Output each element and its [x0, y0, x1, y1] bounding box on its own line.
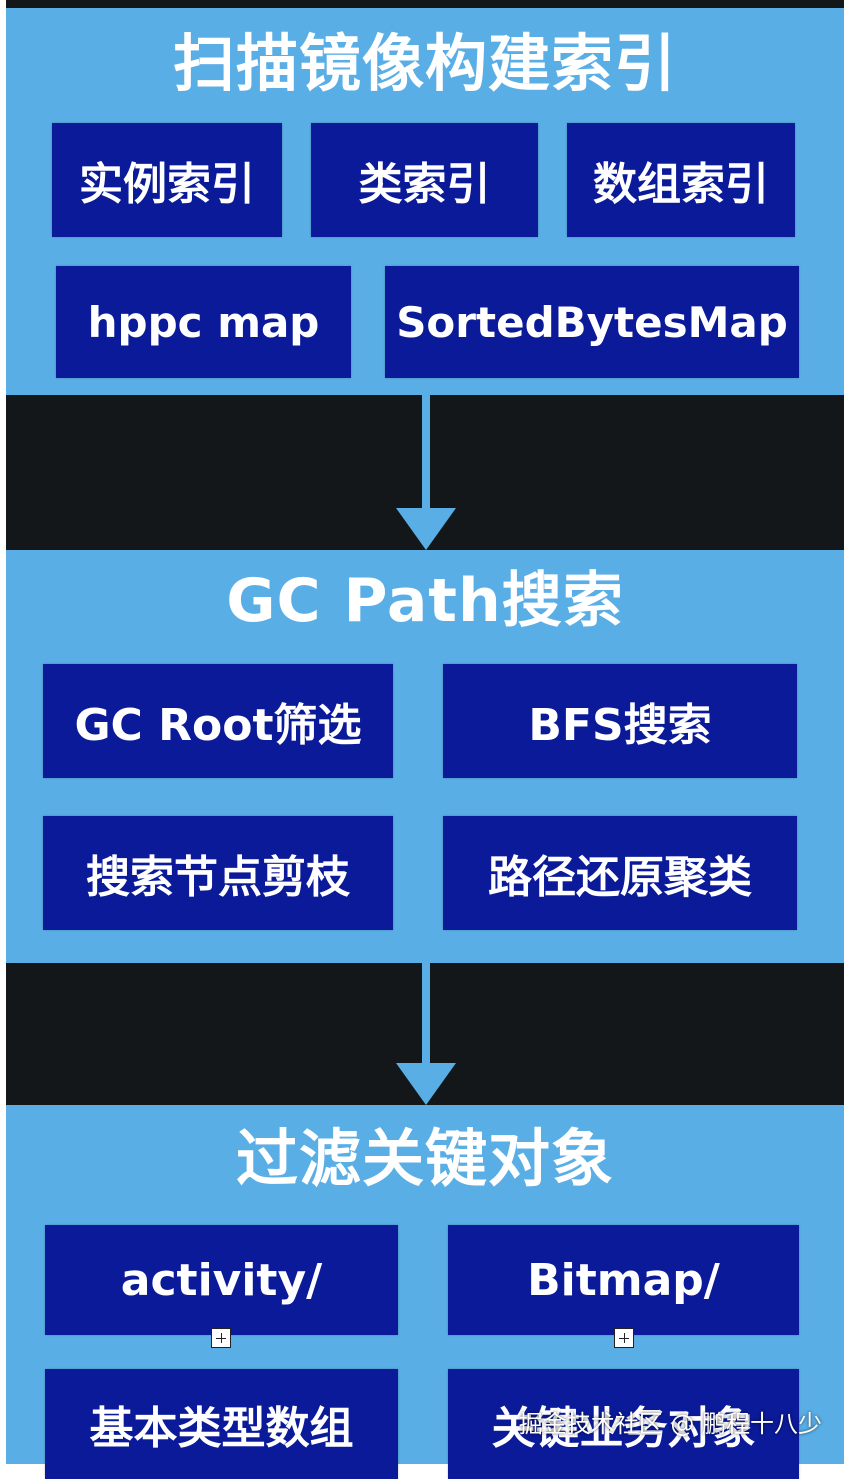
- watermark-text: 掘金技术社区 @ 鹏程十八少: [518, 1410, 822, 1438]
- expand-plus-icon[interactable]: [211, 1328, 231, 1348]
- stage-title-filter-key-objects: 过滤关键对象: [235, 1122, 614, 1195]
- box-class-index: 类索引: [311, 123, 538, 237]
- box-activity: activity/: [45, 1225, 398, 1335]
- box-hppc-map: hppc map: [56, 266, 351, 378]
- box-sorted-bytes-map: SortedBytesMap: [385, 266, 799, 378]
- expand-plus-icon[interactable]: [614, 1328, 634, 1348]
- box-path-restore-cluster: 路径还原聚类: [443, 816, 797, 930]
- stage-filter-key-objects: 过滤关键对象 activity/ Bitmap/ 基本类型数组 关键业务对象: [6, 1105, 844, 1479]
- stage-gc-path-search: GC Path搜索 GC Root筛选 BFS搜索 搜索节点剪枝 路径还原聚类: [6, 550, 844, 963]
- box-bitmap: Bitmap/: [448, 1225, 799, 1335]
- box-key-business-objects: 关键业务对象: [448, 1369, 799, 1479]
- arrow-down-2: [396, 963, 456, 1105]
- box-bfs-search: BFS搜索: [443, 664, 797, 778]
- arrow-down-1: [396, 395, 456, 550]
- box-primitive-array: 基本类型数组: [45, 1369, 398, 1479]
- stage-title-gc-path-search: GC Path搜索: [226, 566, 624, 636]
- box-instance-index: 实例索引: [52, 123, 282, 237]
- box-search-node-pruning: 搜索节点剪枝: [43, 816, 393, 930]
- left-border: [0, 0, 6, 1464]
- right-border: [844, 0, 852, 1464]
- box-array-index: 数组索引: [567, 123, 795, 237]
- stage-title-scan-index: 扫描镜像构建索引: [172, 27, 677, 100]
- box-gc-root-filter: GC Root筛选: [43, 664, 393, 778]
- stage-scan-index: 扫描镜像构建索引 实例索引 类索引 数组索引 hppc map SortedBy…: [6, 8, 844, 395]
